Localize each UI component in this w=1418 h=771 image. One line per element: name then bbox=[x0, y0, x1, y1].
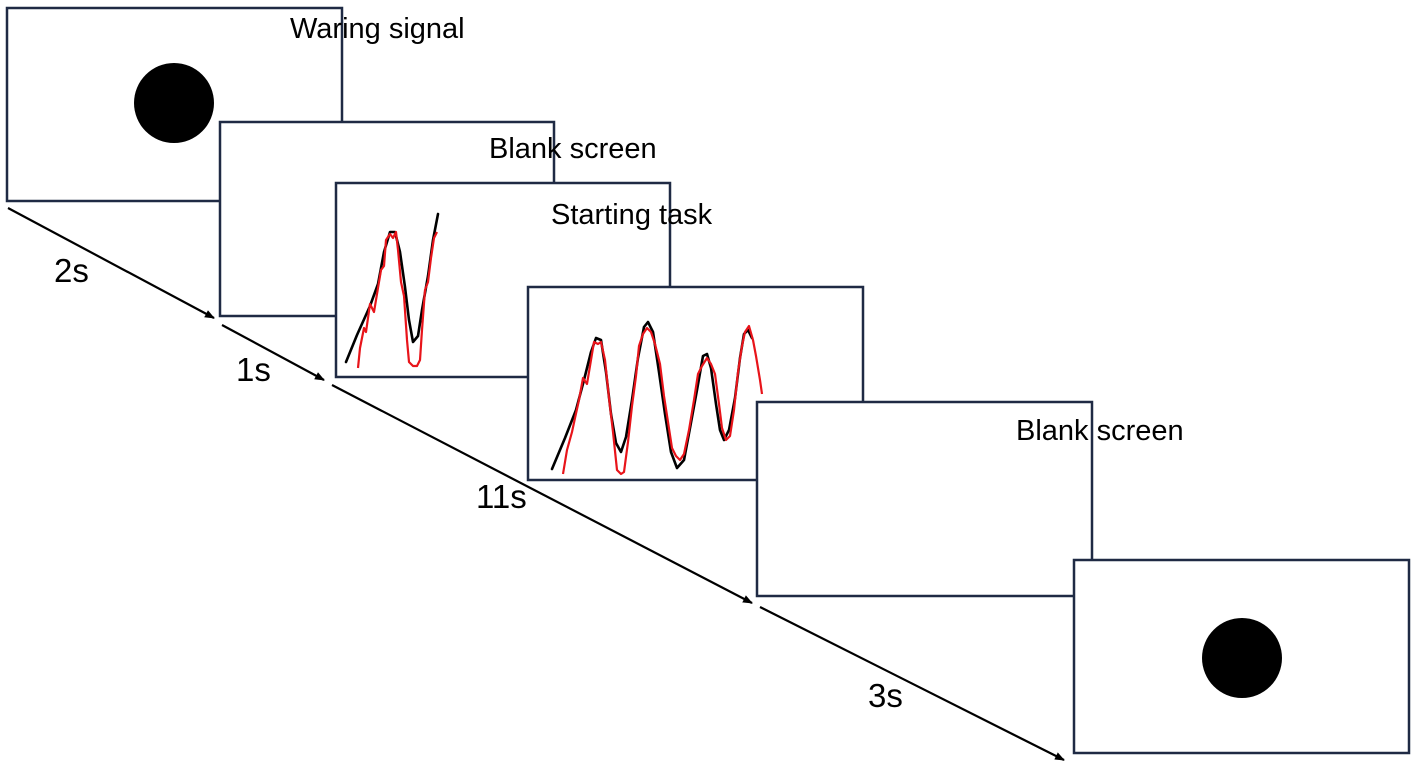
screen-final bbox=[1072, 558, 1411, 755]
screen-label-warning: Waring signal bbox=[290, 13, 465, 45]
final-dot bbox=[1202, 618, 1282, 698]
duration-label-1: 2s bbox=[54, 252, 89, 289]
duration-label-3: 11s bbox=[476, 478, 527, 515]
screen-label-blank-1: Blank screen bbox=[489, 133, 657, 165]
tracking-trace bbox=[561, 324, 764, 476]
screen-label-start: Starting task bbox=[551, 199, 713, 231]
duration-label-4: 3s bbox=[868, 677, 903, 714]
timeline-arrow-2 bbox=[221, 324, 325, 381]
screen-warning: Waring signal bbox=[5, 6, 465, 203]
screen-label-blank-2: Blank screen bbox=[1016, 415, 1184, 447]
tracking-trace bbox=[356, 230, 438, 369]
timeline-arrow-3 bbox=[331, 384, 753, 604]
timeline-arrow-1 bbox=[7, 207, 215, 319]
screen-blank-2: Blank screen bbox=[755, 400, 1184, 598]
warning-dot bbox=[134, 63, 214, 143]
timeline-arrow-4 bbox=[759, 606, 1065, 761]
duration-label-2: 1s bbox=[236, 351, 271, 388]
screen-frame bbox=[755, 400, 1094, 598]
